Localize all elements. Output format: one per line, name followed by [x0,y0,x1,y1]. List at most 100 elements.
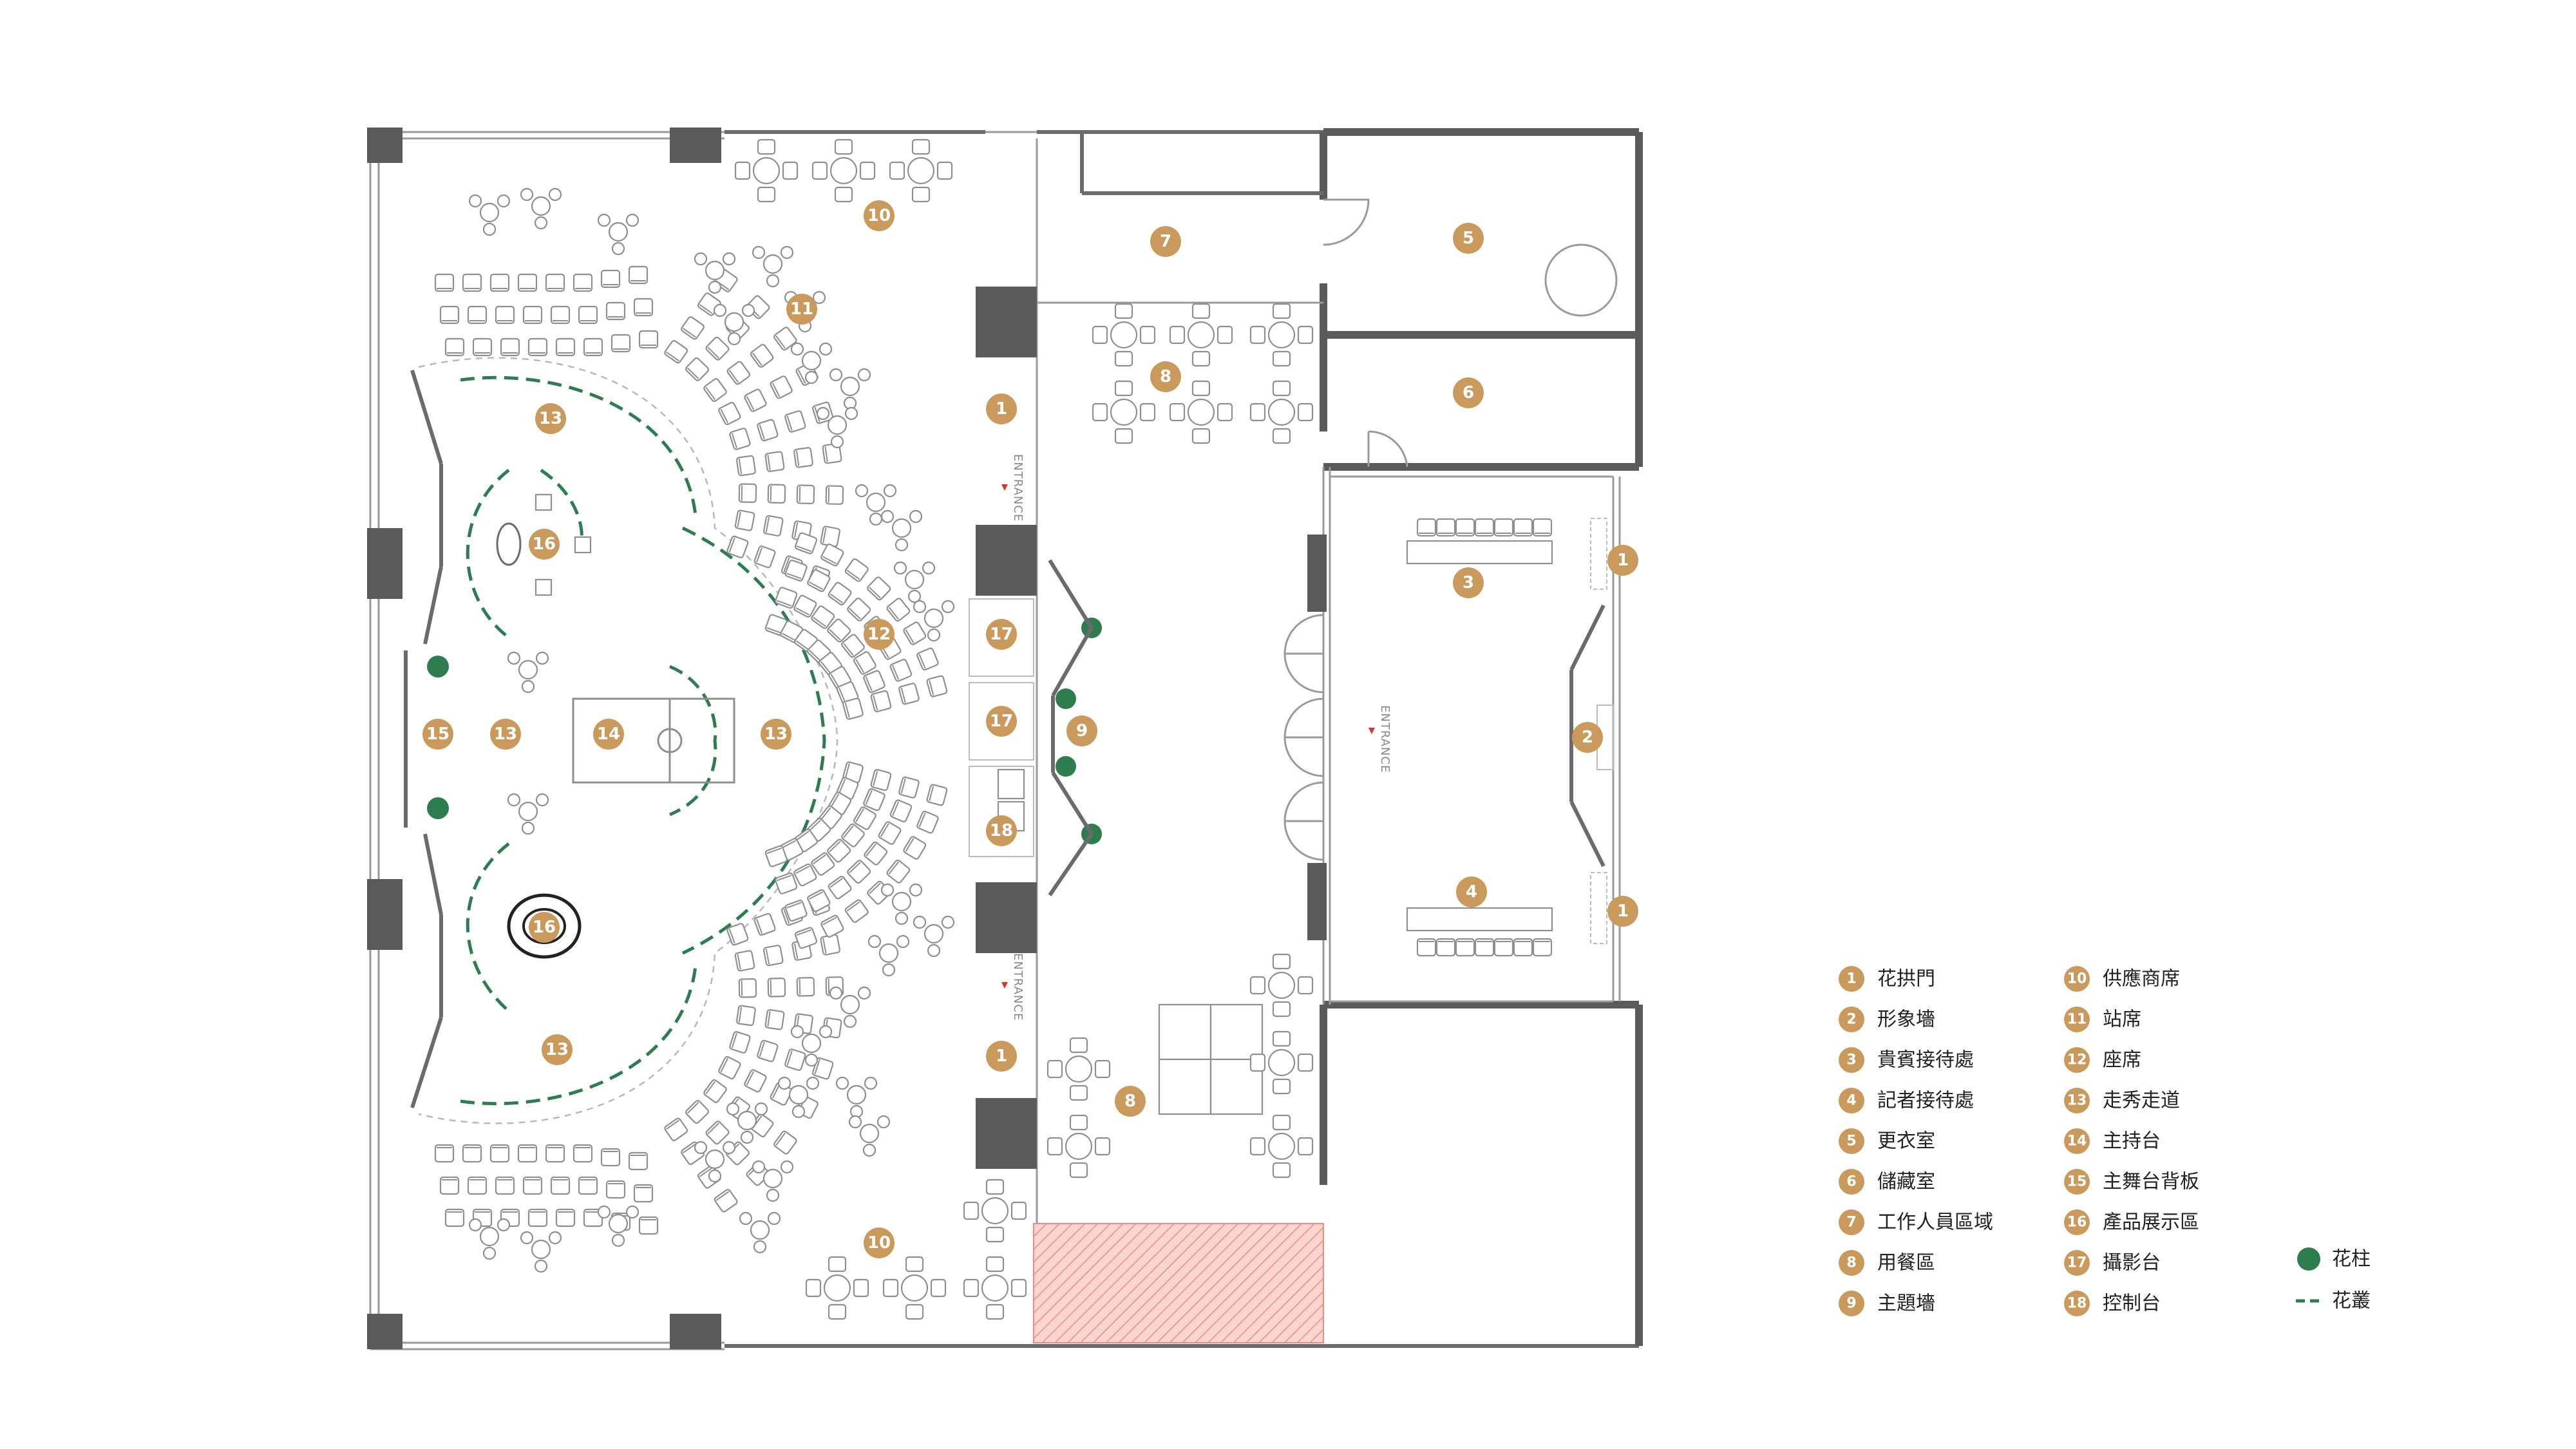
standing-table [713,303,755,346]
chair [1046,1059,1063,1079]
chair [878,821,902,845]
chair [834,186,853,203]
chair [1069,1037,1088,1054]
chair [472,337,493,357]
zone-badge: 18 [986,815,1017,846]
chair [793,863,817,887]
chair [847,597,871,621]
chair [718,1056,741,1080]
chair [495,305,515,325]
chair [911,138,931,155]
legend-number: 18 [2067,1296,2087,1312]
chair [729,428,751,450]
legend-label: 形象墻 [1877,1009,1935,1031]
chair [527,1208,548,1227]
chair [757,1039,779,1063]
chair [886,859,911,884]
zone-badge-number: 11 [790,299,813,319]
chair [842,697,864,720]
chair [773,1130,797,1155]
standing-table [694,1141,736,1183]
chair [714,1189,738,1213]
legend-number: 15 [2067,1174,2087,1190]
chair [1416,938,1437,957]
chair [985,1303,1005,1320]
chair [703,1079,727,1103]
chair [735,455,756,477]
chair [903,621,927,645]
chair [1169,325,1186,345]
legend-label: 攝影台 [2103,1252,2161,1274]
standing-table [694,252,736,294]
chair [882,1278,899,1298]
chair [718,401,741,426]
chair [495,1176,515,1195]
chair [489,273,510,292]
entrance-doors [1283,614,1324,861]
chair [1010,1201,1027,1220]
legend-number: 11 [2067,1012,2087,1028]
chair [870,690,892,713]
chair [1249,976,1266,995]
zone-badge: 17 [986,619,1017,650]
chair [773,327,797,351]
zone-badge-number: 8 [1124,1092,1136,1111]
standing-table [507,793,549,835]
zone-badge-number: 14 [597,724,620,744]
entrance-label: ENTRANCE [1378,705,1392,773]
zone-badge-number: 16 [533,535,556,554]
chair [734,509,755,531]
legend-number: 14 [2067,1133,2087,1150]
chair [1272,1001,1291,1018]
dining-table [1187,321,1215,349]
standing-table [597,1205,639,1247]
chair [889,799,913,822]
chair [500,337,520,357]
chair [1114,350,1133,367]
zone-badge-number: 12 [867,625,891,644]
seating-layout [434,138,1553,1320]
chair [782,161,799,180]
chair [811,1057,834,1080]
zone-badge: 5 [1453,223,1484,254]
chair [444,337,465,357]
chair [1272,303,1291,319]
dining-table [752,156,781,185]
chair [886,598,911,622]
chair [628,265,649,285]
chair [750,343,774,368]
zone-badge-number: 17 [990,712,1013,731]
chair [847,860,871,884]
legend-number: 10 [2067,971,2087,987]
legend-number: 5 [1846,1133,1856,1150]
chair [462,1144,482,1163]
chair [764,451,785,473]
dining-table [1110,321,1138,349]
chair [462,273,482,292]
chair [738,483,757,503]
chair [811,852,835,876]
chair [611,334,631,353]
chair [905,1303,924,1320]
zone-badge: 1 [986,1041,1017,1072]
chair [1092,325,1108,345]
standing-table [893,561,936,603]
legend-number: 7 [1846,1215,1856,1231]
chair [726,361,751,385]
chair [1297,1053,1314,1072]
chair [1532,518,1553,537]
zone-badge-number: 1 [1617,902,1629,921]
standing-table [829,368,871,410]
standing-table [752,1160,794,1202]
zone-badge: 1 [986,393,1017,424]
standing-table [913,600,955,642]
dining-table [981,1197,1009,1225]
chair [522,305,543,325]
chair [841,634,865,658]
chair [985,1256,1005,1273]
chair [1297,1137,1314,1156]
